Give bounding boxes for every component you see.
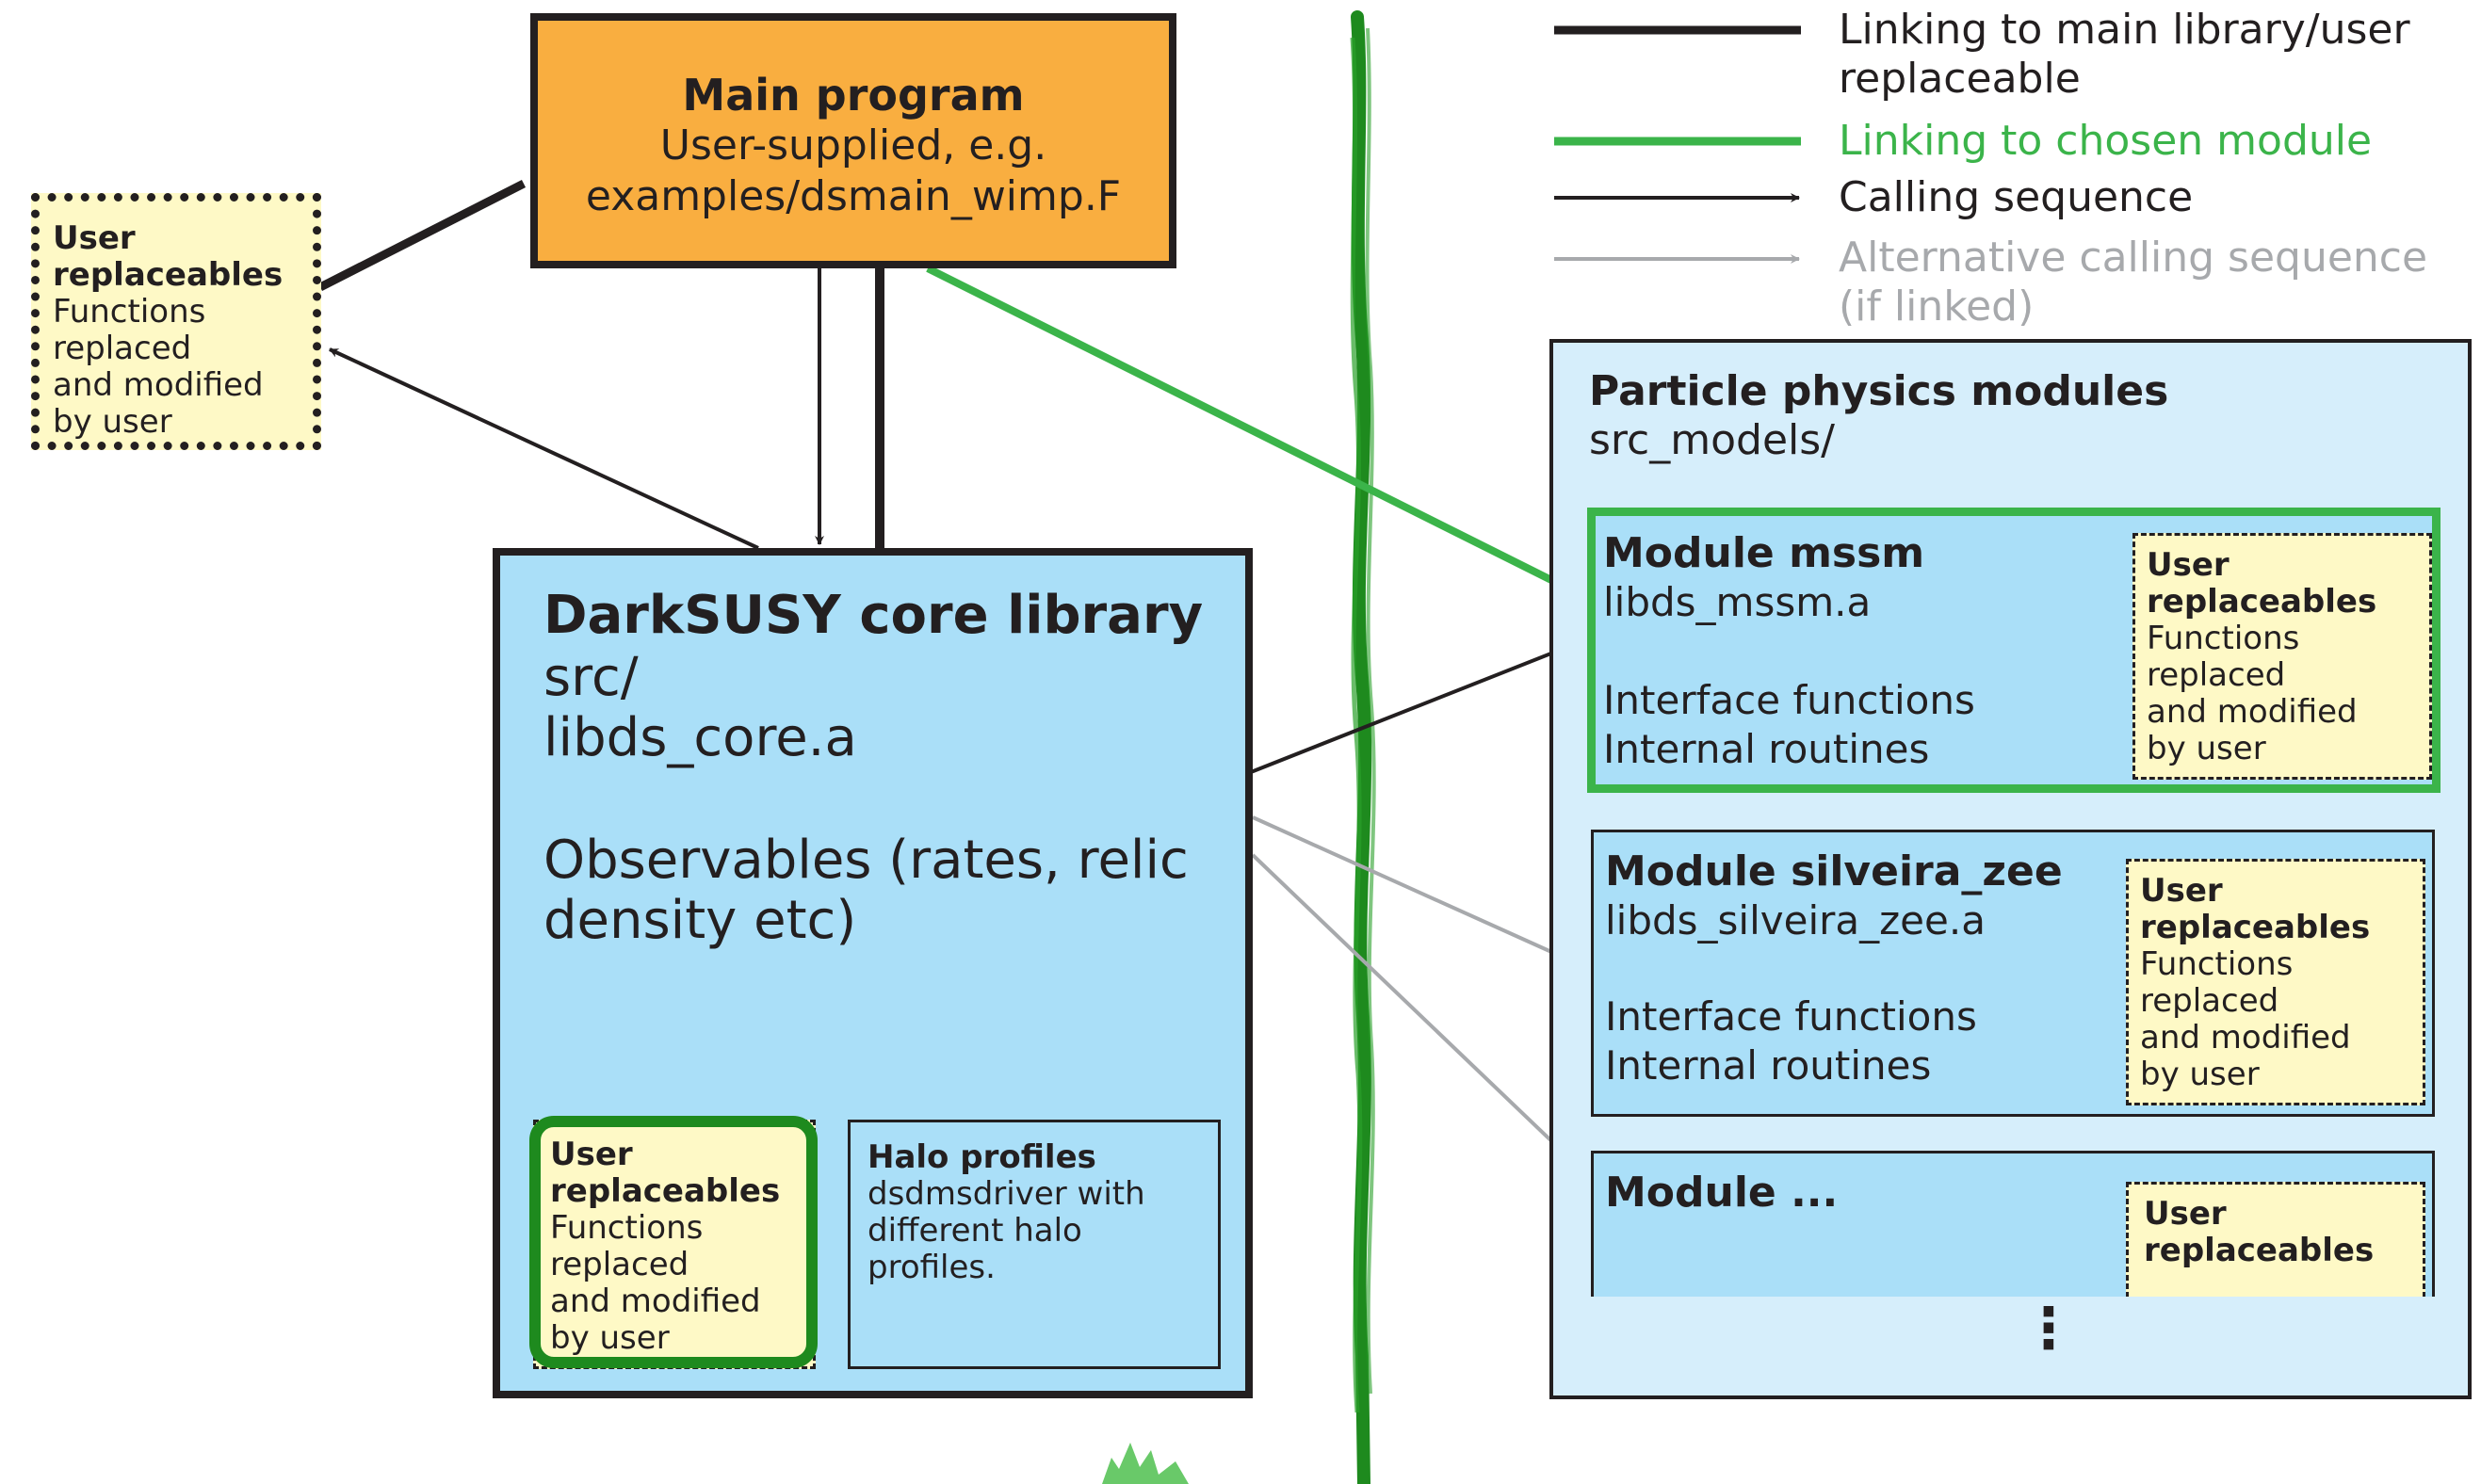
mssm-ur-line: and modified	[2147, 693, 2358, 731]
particle-modules-box: Particle physics modules src_models/ Mod…	[1549, 339, 2472, 1399]
mssm-ur-line: Functions	[2147, 620, 2300, 657]
sz-ur-line: by user	[2140, 1056, 2260, 1093]
module-mssm-interface: Interface functions	[1603, 677, 1975, 723]
halo-profiles-line: dsdmsdriver with	[868, 1175, 1145, 1213]
module-more-user-replaceables: User replaceables	[2126, 1182, 2425, 1297]
module-mssm-box: Module mssm libds_mssm.a Interface funct…	[1587, 508, 2440, 793]
halo-profiles-title: Halo profiles	[868, 1138, 1096, 1176]
main-program-line1: User-supplied, e.g.	[659, 121, 1047, 169]
module-more-box: Module ... User replaceables	[1591, 1151, 2435, 1297]
sz-ur-title2: replaceables	[2140, 909, 2371, 946]
left-ur-line: replaced	[53, 330, 192, 367]
legend-label-link-main: Linking to main library/user replaceable	[1839, 6, 2410, 103]
core-library-observables-2: density etc)	[543, 890, 857, 951]
core-ur-line: Functions	[550, 1209, 704, 1247]
main-program-title: Main program	[682, 70, 1025, 121]
mssm-ur-line: by user	[2147, 730, 2266, 767]
core-ur-title1: User	[550, 1136, 633, 1173]
module-mssm-lib: libds_mssm.a	[1603, 579, 1872, 625]
legend-label-call: Calling sequence	[1839, 173, 2194, 221]
vertical-divider-line	[1351, 10, 1372, 1484]
legend-label-link-module: Linking to chosen module	[1839, 117, 2373, 165]
core-ur-line: and modified	[550, 1282, 761, 1320]
particle-modules-path: src_models/	[1589, 416, 1835, 464]
legend-label-alt-call: Alternative calling sequence (if linked)	[1839, 234, 2428, 331]
core-library-lib: libds_core.a	[543, 707, 857, 768]
particle-modules-title: Particle physics modules	[1589, 367, 2169, 415]
more-ur-title2: replaceables	[2144, 1232, 2375, 1269]
more-ur-title1: User	[2144, 1195, 2227, 1233]
left-ur-line: and modified	[53, 366, 264, 404]
module-silveira-zee-interface: Interface functions	[1605, 993, 1977, 1040]
halo-profiles-line: profiles.	[868, 1249, 996, 1286]
module-silveira-zee-box: Module silveira_zee libds_silveira_zee.a…	[1591, 830, 2435, 1117]
core-library-title: DarkSUSY core library	[543, 585, 1204, 646]
halo-profiles-line: different halo	[868, 1212, 1082, 1250]
core-user-replaceables-highlight: User replaceables Functions replaced and…	[529, 1116, 818, 1368]
core-library-observables: Observables (rates, relic	[543, 830, 1189, 891]
left-user-replaceables-box: User replaceables Functions replaced and…	[31, 193, 321, 450]
sz-ur-line: and modified	[2140, 1019, 2351, 1057]
core-library-src: src/	[543, 647, 639, 708]
module-silveira-zee-title: Module silveira_zee	[1605, 847, 2063, 895]
main-program-line2: examples/dsmain_wimp.F	[585, 172, 1122, 220]
mssm-ur-line: replaced	[2147, 656, 2286, 694]
sz-ur-line: Functions	[2140, 945, 2294, 983]
module-silveira-zee-internal: Internal routines	[1605, 1042, 1932, 1089]
left-ur-line: Functions	[53, 293, 206, 331]
core-ur-title2: replaceables	[550, 1172, 781, 1210]
core-ur-line: replaced	[550, 1246, 689, 1283]
module-more-title: Module ...	[1605, 1169, 1839, 1217]
left-ur-line: by user	[53, 403, 172, 441]
halo-profiles-box: Halo profiles dsdmsdriver with different…	[848, 1120, 1221, 1369]
module-silveira-zee-user-replaceables: User replaceables Functions replaced and…	[2126, 859, 2425, 1105]
mssm-ur-title2: replaceables	[2147, 583, 2377, 621]
module-mssm-title: Module mssm	[1603, 529, 1925, 577]
main-program-box: Main program User-supplied, e.g. example…	[530, 13, 1176, 268]
module-mssm-user-replaceables: User replaceables Functions replaced and…	[2132, 533, 2432, 780]
left-ur-title1: User	[53, 219, 136, 257]
mssm-ur-title1: User	[2147, 546, 2230, 584]
more-modules-ellipsis: ⋮	[2020, 1296, 2077, 1362]
sz-ur-title1: User	[2140, 872, 2223, 910]
module-silveira-zee-lib: libds_silveira_zee.a	[1605, 897, 1986, 944]
core-ur-line: by user	[550, 1319, 670, 1357]
core-library-box: DarkSUSY core library src/ libds_core.a …	[493, 548, 1253, 1398]
green-star-shape	[1102, 1443, 1189, 1484]
left-ur-title2: replaceables	[53, 256, 284, 294]
sz-ur-line: replaced	[2140, 982, 2279, 1020]
module-mssm-internal: Internal routines	[1603, 726, 1930, 772]
